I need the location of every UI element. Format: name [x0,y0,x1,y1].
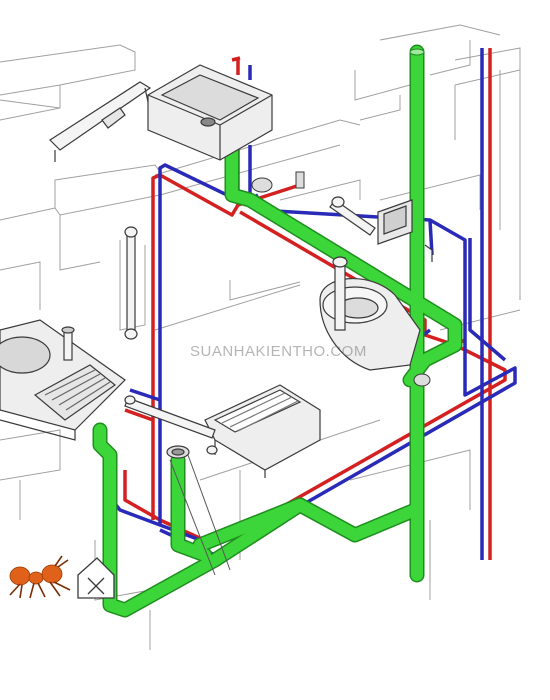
kitchen-sink [0,319,126,441]
flush-plate [377,199,413,245]
grab-bar [49,81,152,162]
drain-pipe-network [92,44,463,618]
seat-grab-bar [124,395,218,455]
watermark-text: SUANHAKIENTHO.COM [190,343,367,360]
wall-grab-bar [124,226,138,340]
toilet-grab-bar [329,196,433,262]
floor-drain [166,445,231,576]
ant-tools-icon [9,555,115,599]
wall-basin [147,64,273,161]
fold-down-seat [204,384,321,478]
wall-toilet [319,256,421,371]
pipe-valves [251,171,431,387]
